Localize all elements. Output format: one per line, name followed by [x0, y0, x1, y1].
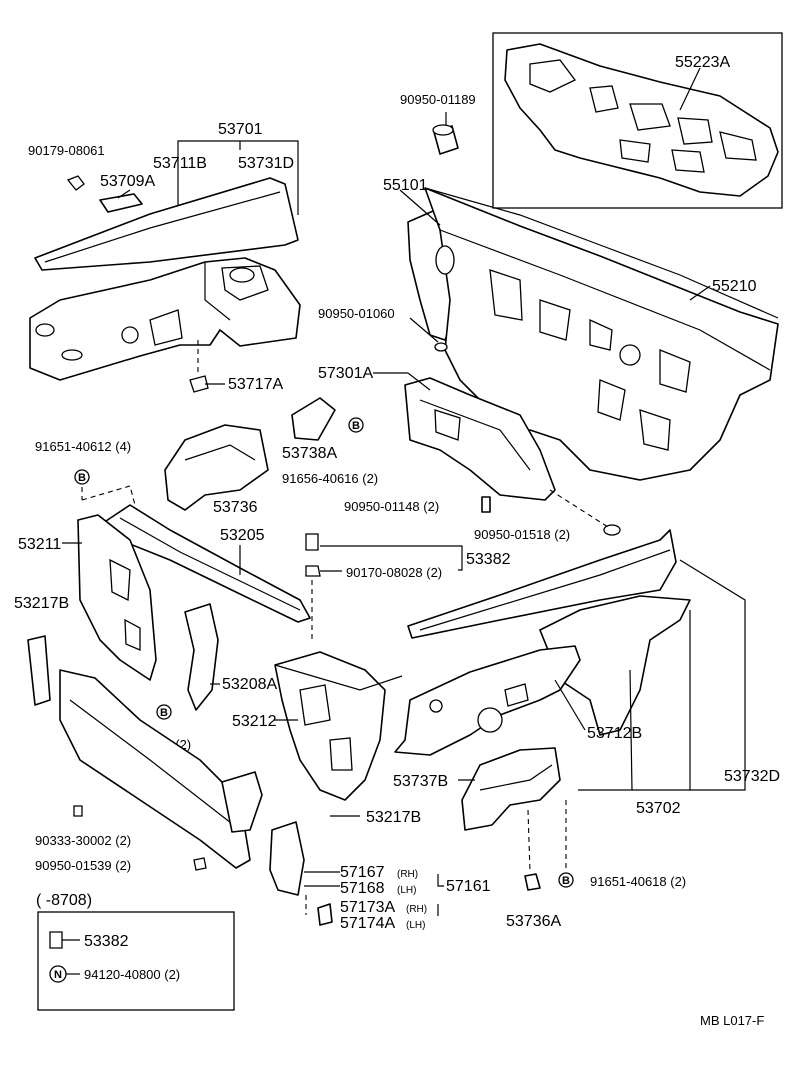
- label-57173A-side: (RH): [406, 904, 427, 915]
- inset-55223A-frame: [492, 32, 783, 209]
- dash-panel-group: 90950-01189 55101 55210 90950-01060: [318, 92, 779, 481]
- apron-53701-group: 53701 90179-08061 53711B 53731D 53709A 5…: [28, 121, 301, 393]
- part-53217B-center: [221, 771, 263, 833]
- label-57301A: 57301A: [318, 365, 373, 382]
- label-53738A: 53738A: [282, 445, 337, 462]
- label-91656-40616: 91656-40616 (2): [282, 471, 378, 486]
- inset-bottom-left: ( -8708) 53382 N 94120-40800 (2): [36, 892, 235, 1011]
- apron-53702-group: 53712B 53702 53732D 53737B 53736A B 9165…: [393, 529, 780, 930]
- marker-b-1: [74, 469, 90, 485]
- label-53701: 53701: [218, 121, 263, 138]
- label-53217B-center: 53217B: [366, 809, 421, 826]
- marker-b-1-text: B: [78, 472, 86, 484]
- panel-57301A-group: 57301A 90950-01148 (2) 90950-01518 (2): [318, 365, 621, 542]
- bracket-57161-group: 57167 (RH) 57168 (LH) 57161 57173A (RH) …: [269, 821, 491, 932]
- label-53712B: 53712B: [587, 725, 642, 742]
- part-apron-inner: [539, 595, 691, 736]
- part-53738A-bracket: [291, 397, 336, 441]
- label-57168-side: (LH): [397, 885, 416, 896]
- label-57174A: 57174A: [340, 915, 395, 932]
- footer-code: MB L017-F: [700, 1013, 764, 1028]
- mid-left-group: 91651-40612 (4) B 53738A B 91656-40616 (…: [35, 397, 378, 516]
- label-53382: 53382: [466, 551, 511, 568]
- marker-b-3-text: B: [160, 707, 168, 719]
- part-90950-01060-grommet: [434, 342, 448, 352]
- part-53212: [274, 651, 386, 801]
- label-53702: 53702: [636, 800, 681, 817]
- hood-lock-fasteners: 53382 90170-08028 (2): [305, 533, 511, 640]
- label-53212: 53212: [232, 713, 277, 730]
- inset-item2: 94120-40800 (2): [84, 967, 180, 982]
- part-53736-cover: [164, 424, 269, 511]
- label-53208A: 53208A: [222, 676, 277, 693]
- part-90170-08028-nut: [305, 565, 321, 577]
- label-90950-01060: 90950-01060: [318, 306, 395, 321]
- label-57161: 57161: [446, 878, 491, 895]
- part-53737B-cover: [461, 747, 561, 831]
- part-lower-crossmember: [59, 669, 251, 869]
- hood-lock-support-group: 53212: [232, 651, 403, 801]
- inset-bottom-left-frame: [37, 911, 235, 1011]
- label-53709A: 53709A: [100, 173, 155, 190]
- label-90950-01518: 90950-01518 (2): [474, 527, 570, 542]
- label-55223A: 55223A: [675, 54, 730, 71]
- inset-55223A: 55223A: [492, 32, 783, 209]
- label-90179-08061: 90179-08061: [28, 143, 105, 158]
- label-57173A: 57173A: [340, 899, 395, 916]
- label-90950-01539: 90950-01539 (2): [35, 858, 131, 873]
- part-53736A-bracket: [524, 873, 541, 891]
- part-90950-01539-grommet: [193, 857, 207, 871]
- label-90170-08028: 90170-08028 (2): [346, 565, 442, 580]
- label-57174A-side: (LH): [406, 920, 425, 931]
- marker-b-4-text: B: [562, 875, 570, 887]
- label-57168: 57168: [340, 880, 385, 897]
- label-57167: 57167: [340, 864, 385, 881]
- label-53736: 53736: [213, 499, 258, 516]
- label-55101: 55101: [383, 177, 428, 194]
- part-90333-30002-clip: [73, 805, 83, 817]
- label-57167-side: (RH): [397, 869, 418, 880]
- part-53217B-left: [27, 635, 51, 706]
- marker-b-2: [348, 417, 364, 433]
- marker-b-4: [558, 872, 574, 888]
- marker-b-2-text: B: [352, 420, 360, 432]
- part-57173A-bracket: [317, 903, 333, 926]
- label-90950-01148: 90950-01148 (2): [344, 499, 439, 514]
- marker-n-text: N: [54, 969, 62, 981]
- part-90950-01148-grommet: [481, 496, 491, 513]
- inset-header: ( -8708): [36, 892, 92, 909]
- label-53737B: 53737B: [393, 773, 448, 790]
- label-53711B: 53711B: [153, 155, 207, 172]
- inset-item1: 53382: [84, 933, 129, 950]
- label-53211: 53211: [18, 536, 61, 553]
- part-57167-bracket: [269, 821, 305, 896]
- part-90950-01518-grommet: [603, 524, 621, 536]
- label-53736A: 53736A: [506, 913, 561, 930]
- part-53712B-apron: [394, 645, 581, 756]
- radiator-support-group: 53205 53211 53217B 53208A B 91651-60612 …: [14, 504, 421, 873]
- part-53709A-bracket: [99, 193, 143, 213]
- part-53382-bolt: [305, 533, 319, 551]
- label-91651-40618: 91651-40618 (2): [590, 874, 686, 889]
- label-53731D: 53731D: [238, 155, 294, 172]
- label-53217B-left: 53217B: [14, 595, 69, 612]
- label-53205: 53205: [220, 527, 265, 544]
- label-90950-01189: 90950-01189: [400, 92, 476, 107]
- part-90179-08061-nut: [66, 175, 85, 191]
- part-53732D-rail: [407, 529, 677, 639]
- label-55210: 55210: [712, 278, 757, 295]
- label-53717A: 53717A: [228, 376, 283, 393]
- marker-b-3: [156, 704, 172, 720]
- label-53732D: 53732D: [724, 768, 780, 785]
- part-53208A-brace: [184, 603, 219, 711]
- part-53717A-grommet: [189, 375, 209, 393]
- label-91651-40612: 91651-40612 (4): [35, 439, 131, 454]
- label-90333-30002: 90333-30002 (2): [35, 833, 131, 848]
- part-53382-bolt-inset: [49, 931, 63, 949]
